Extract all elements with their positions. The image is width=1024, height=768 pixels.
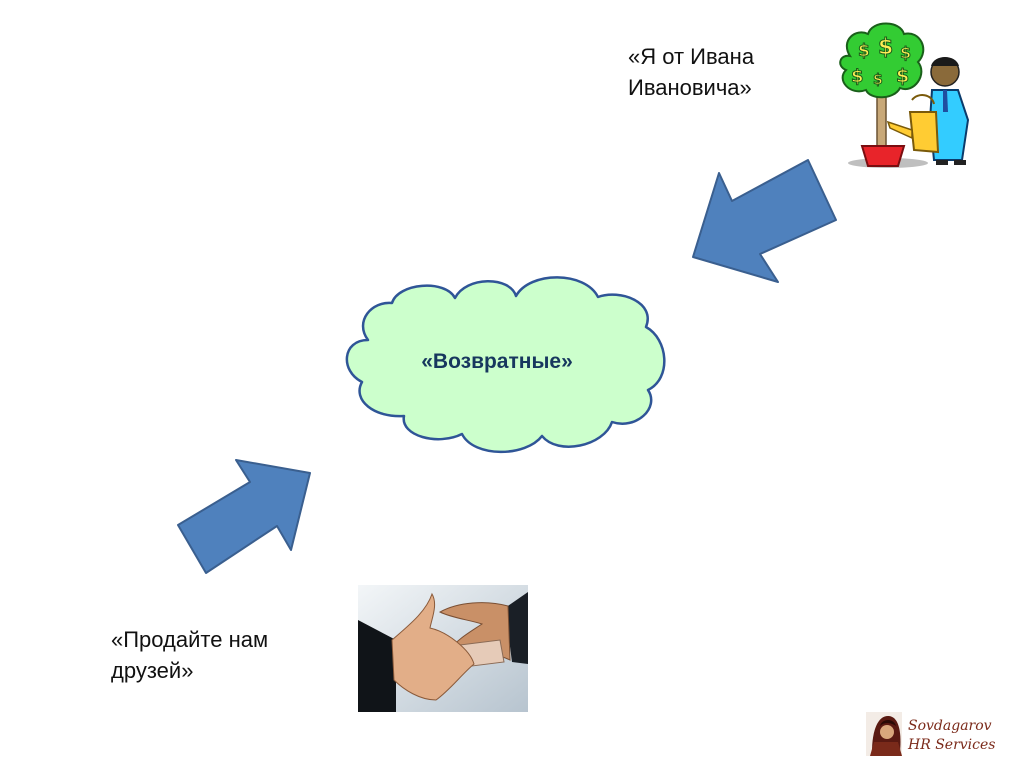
svg-text:$: $ <box>858 41 870 61</box>
cloud-label: «Возвратные» <box>421 350 573 373</box>
svg-text:$: $ <box>896 65 909 87</box>
logo-line-2: HR Services <box>907 737 995 753</box>
svg-text:$: $ <box>878 35 893 60</box>
bottom-caption-line-2: друзей» <box>111 658 194 683</box>
bottom-caption-line-1: «Продайте нам <box>111 627 269 652</box>
svg-text:$: $ <box>851 66 864 87</box>
money-tree-clipart: $ $ $ $ $ $ <box>839 22 970 168</box>
portrait-logo: Sovdagarov HR Services <box>866 712 995 756</box>
top-caption: «Я от Ивана Ивановича» <box>628 41 754 103</box>
handshake-bribe-photo <box>358 585 528 712</box>
cloud-node: «Возвратные» <box>345 276 666 454</box>
svg-text:$: $ <box>873 72 883 88</box>
arrow-from-top-right <box>692 159 837 283</box>
svg-text:$: $ <box>900 43 911 62</box>
top-caption-line-1: «Я от Ивана <box>628 44 755 69</box>
cloud-shape <box>345 276 666 454</box>
top-caption-line-2: Ивановича» <box>628 75 752 100</box>
bottom-caption: «Продайте нам друзей» <box>111 624 268 686</box>
logo-line-1: Sovdagarov <box>908 718 992 734</box>
arrow-from-bottom-left <box>177 459 311 574</box>
